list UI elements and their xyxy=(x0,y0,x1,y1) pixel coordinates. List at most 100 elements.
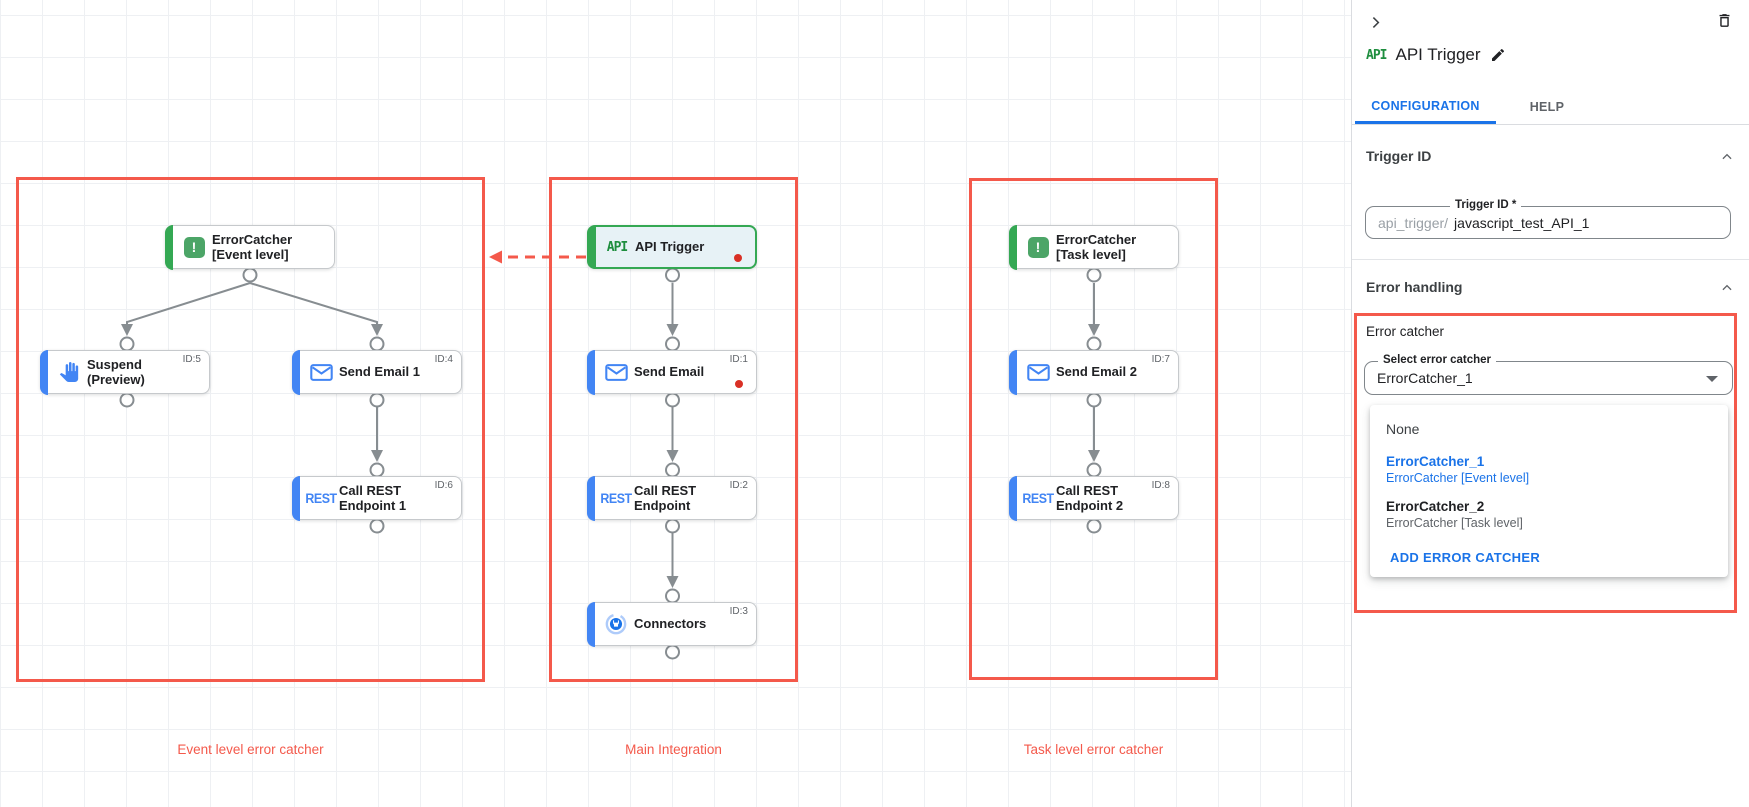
rest-icon: REST xyxy=(600,490,632,506)
add-error-catcher-button[interactable]: ADD ERROR CATCHER xyxy=(1390,550,1541,565)
error-catcher-icon: ! xyxy=(166,236,212,258)
node-label: Suspend xyxy=(87,356,142,372)
node-label: API Trigger xyxy=(635,239,705,255)
node-id-badge: ID:7 xyxy=(1151,354,1170,365)
node-label: ErrorCatcher xyxy=(212,231,293,247)
node-accent-bar xyxy=(587,225,596,269)
edge-ec1-suspend xyxy=(126,282,251,324)
dropdown-caret-icon xyxy=(1706,376,1718,382)
menu-item-none[interactable]: None xyxy=(1386,421,1420,437)
node-label-line2: Endpoint 2 xyxy=(1056,498,1124,513)
panel-title: API Trigger xyxy=(1395,45,1481,64)
group-box-event-level xyxy=(16,177,485,682)
node-accent-bar xyxy=(291,475,300,521)
trigger-id-prefix: api_trigger/ xyxy=(1378,214,1449,231)
select-error-catcher-label: Select error catcher xyxy=(1378,354,1497,366)
chevron-up-icon xyxy=(1722,284,1732,291)
edge-arrowheads xyxy=(121,324,1100,588)
group-box-task-level xyxy=(969,178,1218,680)
chevron-up-icon xyxy=(1722,153,1732,160)
select-error-catcher[interactable]: Select error catcher ErrorCatcher_1 xyxy=(1364,354,1733,395)
trigger-id-field[interactable]: Trigger ID * api_trigger/ javascript_tes… xyxy=(1365,199,1731,239)
config-panel: API API Trigger CONFIGURATION HELP Trigg… xyxy=(1351,0,1749,807)
node-id-badge: ID:8 xyxy=(1151,480,1170,491)
node-label-line2: Endpoint 1 xyxy=(339,498,407,513)
api-trigger-type-icon: API xyxy=(1366,47,1388,63)
node-label: Connectors xyxy=(634,616,707,632)
email-icon xyxy=(1010,363,1056,381)
collapse-section-button[interactable] xyxy=(1720,281,1734,300)
error-catcher-dropdown-menu: None ErrorCatcher_1 ErrorCatcher [Event … xyxy=(1370,405,1728,577)
panel-tabs: CONFIGURATION HELP xyxy=(1352,90,1749,125)
section-error-handling: Error handling xyxy=(1352,279,1749,305)
node-label-line2: [Task level] xyxy=(1056,247,1126,262)
node-accent-bar xyxy=(586,601,595,647)
node-label: Call REST xyxy=(634,482,697,498)
pencil-icon xyxy=(1491,48,1504,61)
menu-item-errorcatcher-2[interactable]: ErrorCatcher_2 ErrorCatcher [Task level] xyxy=(1386,499,1523,530)
collapse-section-button[interactable] xyxy=(1720,150,1734,169)
node-send-email-1[interactable]: Send Email 1 ID:4 xyxy=(291,349,462,395)
trigger-id-value[interactable]: javascript_test_API_1 xyxy=(1454,214,1590,231)
node-suspend[interactable]: Suspend(Preview) ID:5 xyxy=(39,349,210,395)
node-label: Call REST xyxy=(339,482,402,498)
node-label-line2: Endpoint xyxy=(634,498,691,513)
rest-icon: REST xyxy=(305,490,337,506)
node-id-badge: ID:2 xyxy=(729,480,748,491)
chevron-right-icon xyxy=(1372,16,1379,28)
error-catcher-icon: ! xyxy=(1010,236,1056,258)
menu-item-errorcatcher-1[interactable]: ErrorCatcher_1 ErrorCatcher [Event level… xyxy=(1386,454,1530,485)
trigger-id-field-label: Trigger ID * xyxy=(1450,199,1522,211)
flow-canvas[interactable]: ! ErrorCatcher[Event level] Suspend(Prev… xyxy=(0,0,1351,807)
group-box-main-integration xyxy=(549,177,798,682)
tab-help[interactable]: HELP xyxy=(1529,100,1565,114)
connectors-icon xyxy=(588,613,634,635)
node-id-badge: ID:1 xyxy=(729,354,748,365)
edit-title-button[interactable] xyxy=(1490,47,1506,63)
node-accent-bar xyxy=(1008,224,1017,270)
email-icon xyxy=(588,363,634,381)
node-accent-bar xyxy=(1008,349,1017,395)
node-label-line2: (Preview) xyxy=(87,372,145,387)
node-api-trigger[interactable]: API API Trigger xyxy=(587,225,757,269)
node-id-badge: ID:5 xyxy=(182,354,201,365)
error-catcher-highlight-box xyxy=(1354,313,1737,613)
edge-layer xyxy=(119,250,1102,660)
node-send-email[interactable]: Send Email ID:1 xyxy=(586,349,757,395)
node-id-badge: ID:6 xyxy=(434,480,453,491)
node-accent-bar xyxy=(1008,475,1017,521)
email-icon xyxy=(293,363,339,381)
collapse-panel-button[interactable] xyxy=(1362,9,1388,35)
api-icon: API xyxy=(606,239,629,255)
node-connectors[interactable]: Connectors ID:3 xyxy=(586,601,757,647)
delete-trigger-button[interactable] xyxy=(1711,7,1737,33)
caption-main-integration: Main Integration xyxy=(625,742,722,757)
error-catcher-link-arrow xyxy=(489,250,586,264)
error-indicator-dot xyxy=(735,380,743,388)
tab-configuration[interactable]: CONFIGURATION xyxy=(1355,90,1496,124)
node-accent-bar xyxy=(291,349,300,395)
caption-event-level: Event level error catcher xyxy=(177,742,324,757)
node-label: ErrorCatcher xyxy=(1056,231,1137,247)
trash-icon xyxy=(1719,13,1729,27)
node-send-email-2[interactable]: Send Email 2 ID:7 xyxy=(1008,349,1179,395)
node-accent-bar xyxy=(164,224,173,270)
edge-ec1-sendemail1 xyxy=(249,282,378,324)
node-errorcatcher-task-level[interactable]: ! ErrorCatcher[Task level] xyxy=(1008,224,1179,270)
node-label-line2: [Event level] xyxy=(212,247,289,262)
suspend-hand-icon xyxy=(41,362,87,382)
node-label: Send Email xyxy=(634,364,705,380)
node-errorcatcher-event-level[interactable]: ! ErrorCatcher[Event level] xyxy=(164,224,335,270)
error-indicator-dot xyxy=(734,254,742,262)
node-accent-bar xyxy=(586,349,595,395)
section-trigger-id: Trigger ID xyxy=(1352,148,1749,174)
section-heading: Trigger ID xyxy=(1366,148,1432,164)
node-ports xyxy=(119,267,1102,660)
node-label: Send Email 2 xyxy=(1056,364,1137,380)
node-accent-bar xyxy=(39,349,48,395)
node-id-badge: ID:3 xyxy=(729,606,748,617)
